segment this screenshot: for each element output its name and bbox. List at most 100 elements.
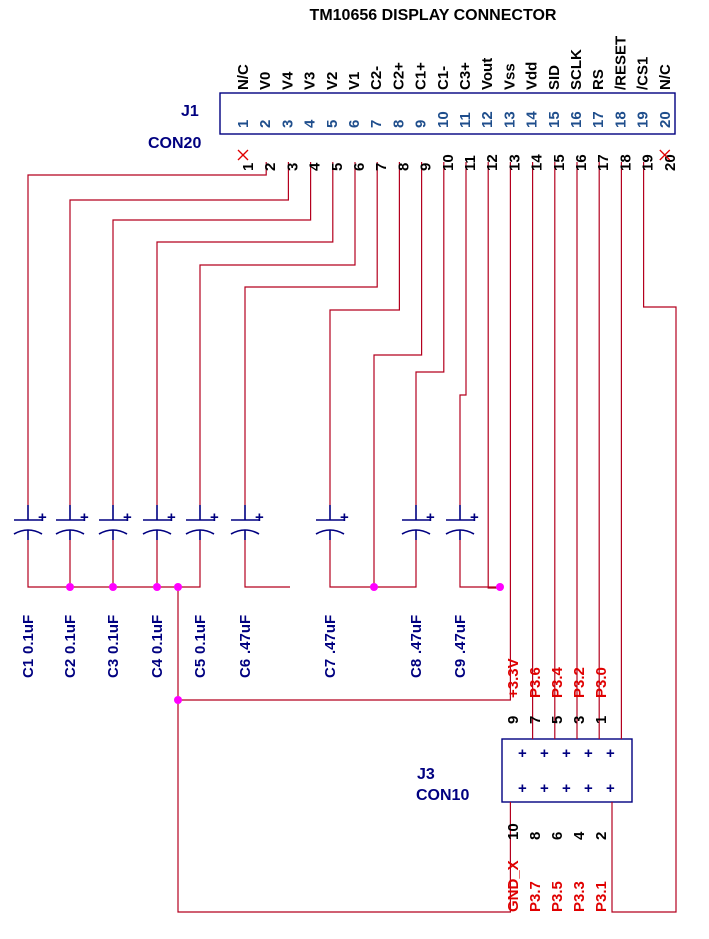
- wire: [459, 162, 467, 505]
- j1-wire-pin-number: 20: [662, 154, 679, 171]
- j1-part: CON20: [148, 135, 201, 152]
- capacitor-ref: C4: [149, 658, 166, 678]
- capacitor-ref: C6: [237, 659, 254, 678]
- j1-wire-pin-number: 12: [484, 154, 501, 171]
- j1-pin-number: 2: [257, 120, 274, 128]
- j1-pin-number: 7: [368, 120, 385, 128]
- j1-pin-number: 18: [612, 111, 629, 128]
- capacitor-plus-icon: +: [123, 509, 132, 526]
- j1-wire-pin-number: 10: [440, 154, 457, 171]
- j1-pin-number: 12: [479, 111, 496, 128]
- capacitor-plus-icon: +: [470, 509, 479, 526]
- wire: [69, 162, 289, 505]
- j1-pin-signal-label: C1-: [435, 66, 452, 90]
- j3-connector-body: [501, 738, 633, 803]
- j3-top-net-label: +3.3V: [505, 658, 522, 698]
- capacitor-plus-icon: +: [167, 509, 176, 526]
- j1-pin-signal-label: V3: [302, 72, 319, 90]
- j1-wire-pin-number: 4: [307, 162, 324, 171]
- j1-pin-signal-label: V2: [324, 72, 341, 90]
- capacitor-value: 0.1uF: [149, 615, 166, 654]
- junction-dot: [496, 583, 504, 591]
- j1-wire-pin-number: 2: [262, 163, 279, 171]
- j1-pin-signal-label: SID: [546, 65, 563, 90]
- j1-pin-number: 4: [302, 119, 319, 128]
- j3-bottom-net-label: P3.5: [549, 881, 566, 912]
- j1-pin-signal-label: Vss: [501, 63, 518, 90]
- j3-pin-plus-icon: +: [518, 780, 527, 797]
- capacitor-ref: C2: [62, 659, 79, 678]
- j3-top-pin-number: 9: [505, 716, 522, 724]
- j1-ref: J1: [181, 103, 199, 120]
- wire: [27, 162, 267, 505]
- j1-pin-signal-label: RS: [590, 69, 607, 90]
- j1-pin-signal-label: C1+: [413, 62, 430, 90]
- j1-wire-pin-number: 3: [284, 163, 301, 171]
- j1-wire-pin-number: 13: [506, 154, 523, 171]
- junction-dot: [174, 583, 182, 591]
- j1-pin-signal-label: C2-: [368, 66, 385, 90]
- j3-pin-plus-icon: +: [540, 780, 549, 797]
- j1-pins: N/C11V022V433V344V255V166C2-77C2+88C1+99…: [235, 36, 679, 171]
- j1-pin-number: 5: [324, 120, 341, 128]
- capacitor-ref: C8: [408, 659, 425, 678]
- wire: [487, 162, 500, 589]
- j1-wire-pin-number: 8: [395, 163, 412, 171]
- j1-pin-number: 9: [413, 120, 430, 128]
- j3-ref: J3: [417, 766, 435, 783]
- j1-wire-pin-number: 19: [640, 154, 657, 171]
- capacitor-ref: C7: [322, 659, 339, 678]
- j1-pin-number: 1: [235, 120, 252, 128]
- wire: [27, 540, 201, 588]
- capacitor-value: 0.1uF: [192, 615, 209, 654]
- j3-top-pin-number: 1: [593, 716, 610, 724]
- j1-wire-pin-number: 15: [551, 154, 568, 171]
- diagram-title: TM10656 DISPLAY CONNECTOR: [310, 7, 557, 24]
- j3-pins: 9+3.3V++7P3.6++5P3.4++3P3.2++1P3.0++10GN…: [505, 658, 615, 912]
- j1-pin-number: 15: [546, 111, 563, 128]
- wire: [415, 162, 445, 505]
- j3-pin-plus-icon: +: [518, 745, 527, 762]
- j1-wire-pin-number: 6: [351, 163, 368, 171]
- j3-pin-plus-icon: +: [562, 745, 571, 762]
- j3-top-net-label: P3.6: [527, 667, 544, 698]
- j1-wire-pin-number: 18: [617, 154, 634, 171]
- j1-pin-number: 11: [457, 112, 474, 128]
- j1-pin-signal-label: Vdd: [524, 62, 541, 90]
- capacitor-value: .47uF: [322, 615, 339, 654]
- j1-wire-pin-number: 14: [529, 154, 546, 171]
- j3-bottom-pin-number: 8: [527, 832, 544, 840]
- capacitor-ref: C1: [20, 659, 37, 678]
- j3-pin-plus-icon: +: [606, 780, 615, 797]
- j3-bottom-net-label: P3.3: [571, 881, 588, 912]
- j3-top-pin-number: 5: [549, 716, 566, 724]
- wire: [459, 540, 500, 588]
- j3-pin-plus-icon: +: [606, 745, 615, 762]
- j1-wire-pin-number: 11: [462, 155, 479, 171]
- capacitor-value: 0.1uF: [62, 615, 79, 654]
- j3-bottom-pin-number: 4: [571, 831, 588, 840]
- j1-pin-number: 8: [390, 120, 407, 128]
- j1-pin-number: 10: [435, 111, 452, 128]
- j3-bottom-pin-number: 2: [593, 832, 610, 840]
- j3-top-pin-number: 3: [571, 716, 588, 724]
- j3-top-net-label: P3.4: [549, 666, 566, 698]
- capacitor-value: 0.1uF: [105, 615, 122, 654]
- j3-bottom-net-label: P3.7: [527, 881, 544, 912]
- j1-wire-pin-number: 5: [329, 163, 346, 171]
- no-connect-icon: [659, 149, 671, 161]
- j1-pin-signal-label: N/C: [657, 64, 674, 90]
- junction-dot: [109, 583, 117, 591]
- j1-pin-signal-label: V1: [346, 72, 363, 90]
- capacitor-value: .47uF: [408, 615, 425, 654]
- j3-part: CON10: [416, 787, 469, 804]
- capacitor-plus-icon: +: [38, 509, 47, 526]
- capacitor-ref: C9: [452, 659, 469, 678]
- j3-top-pin-number: 7: [527, 716, 544, 724]
- capacitor-plus-icon: +: [426, 509, 435, 526]
- j1-pin-number: 3: [279, 120, 296, 128]
- junction-dot: [174, 696, 182, 704]
- j3-bottom-pin-number: 6: [549, 832, 566, 840]
- wire: [199, 162, 356, 505]
- j1-pin-number: 13: [501, 111, 518, 128]
